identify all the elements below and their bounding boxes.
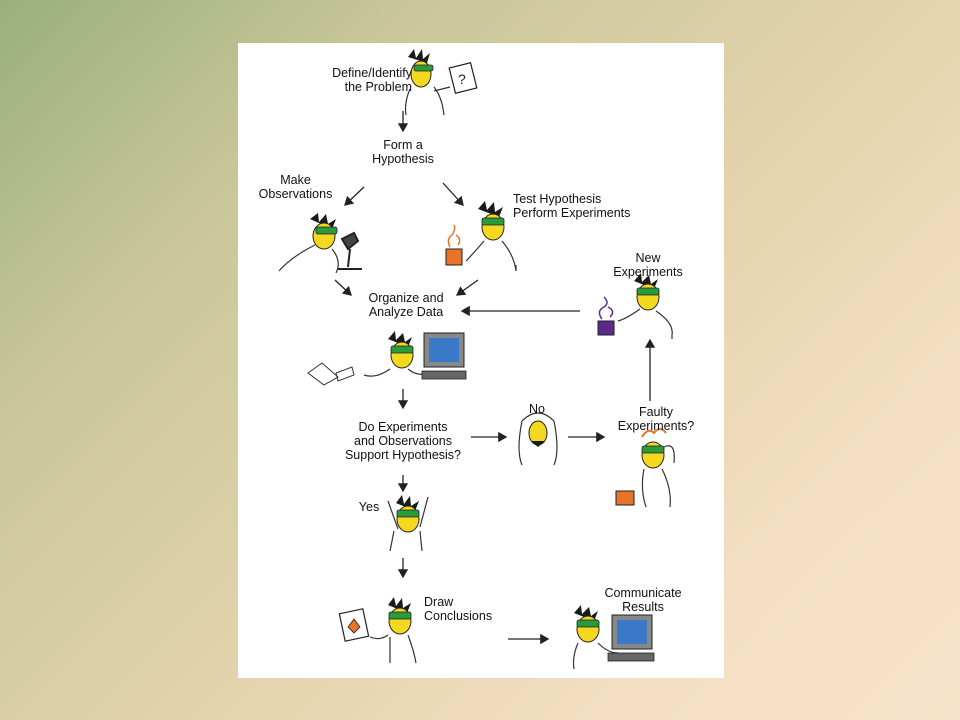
- label-form-hypothesis: Form a Hypothesis: [372, 138, 434, 166]
- arrow-hypothesis-to-test: [442, 182, 464, 206]
- label-test-hypothesis: Test Hypothesis Perform Experiments: [513, 192, 631, 220]
- orange-flask-icon: [445, 248, 463, 266]
- label-organize-data: Organize and Analyze Data: [368, 291, 444, 319]
- scientist-communicate-figure: [572, 605, 655, 670]
- scientist-yes-figure: [387, 495, 429, 552]
- scientist-faulty-figure: [615, 428, 675, 508]
- label-yes: Yes: [358, 500, 380, 514]
- slide-panel: ?: [238, 43, 724, 678]
- scientist-define-figure: ?: [404, 49, 478, 116]
- microscope-icon: [338, 231, 362, 270]
- arrow-hypothesis-to-observe: [344, 186, 365, 206]
- label-make-observations: Make Observations: [258, 173, 333, 201]
- scientist-conclusion-figure: [338, 597, 417, 664]
- question-card-icon: [448, 61, 478, 95]
- orange-beaker-icon: [615, 490, 635, 506]
- svg-text:?: ?: [458, 71, 466, 87]
- scientist-microscope-figure: [278, 213, 362, 274]
- scientific-method-diagram: ?: [278, 49, 675, 670]
- label-new-experiments: New Experiments: [613, 251, 683, 279]
- arrow-observe-to-organize: [334, 279, 352, 296]
- label-define-problem: Define/Identify the Problem: [332, 66, 412, 94]
- scientist-no-figure: [518, 412, 558, 466]
- scientist-computer-figure: [307, 331, 467, 386]
- label-support-hypothesis: Do Experiments and Observations Support …: [344, 420, 462, 462]
- arrow-test-to-organize: [455, 279, 479, 296]
- scientist-experiment-figure: [445, 201, 517, 272]
- label-faulty-experiments: Faulty Experiments?: [617, 405, 695, 433]
- label-draw-conclusions: Draw Conclusions: [424, 595, 493, 623]
- label-communicate-results: Communicate Results: [604, 586, 682, 614]
- purple-beaker-icon: [597, 320, 615, 336]
- label-no: No: [529, 402, 545, 416]
- scientist-new-experiment-figure: [597, 273, 673, 339]
